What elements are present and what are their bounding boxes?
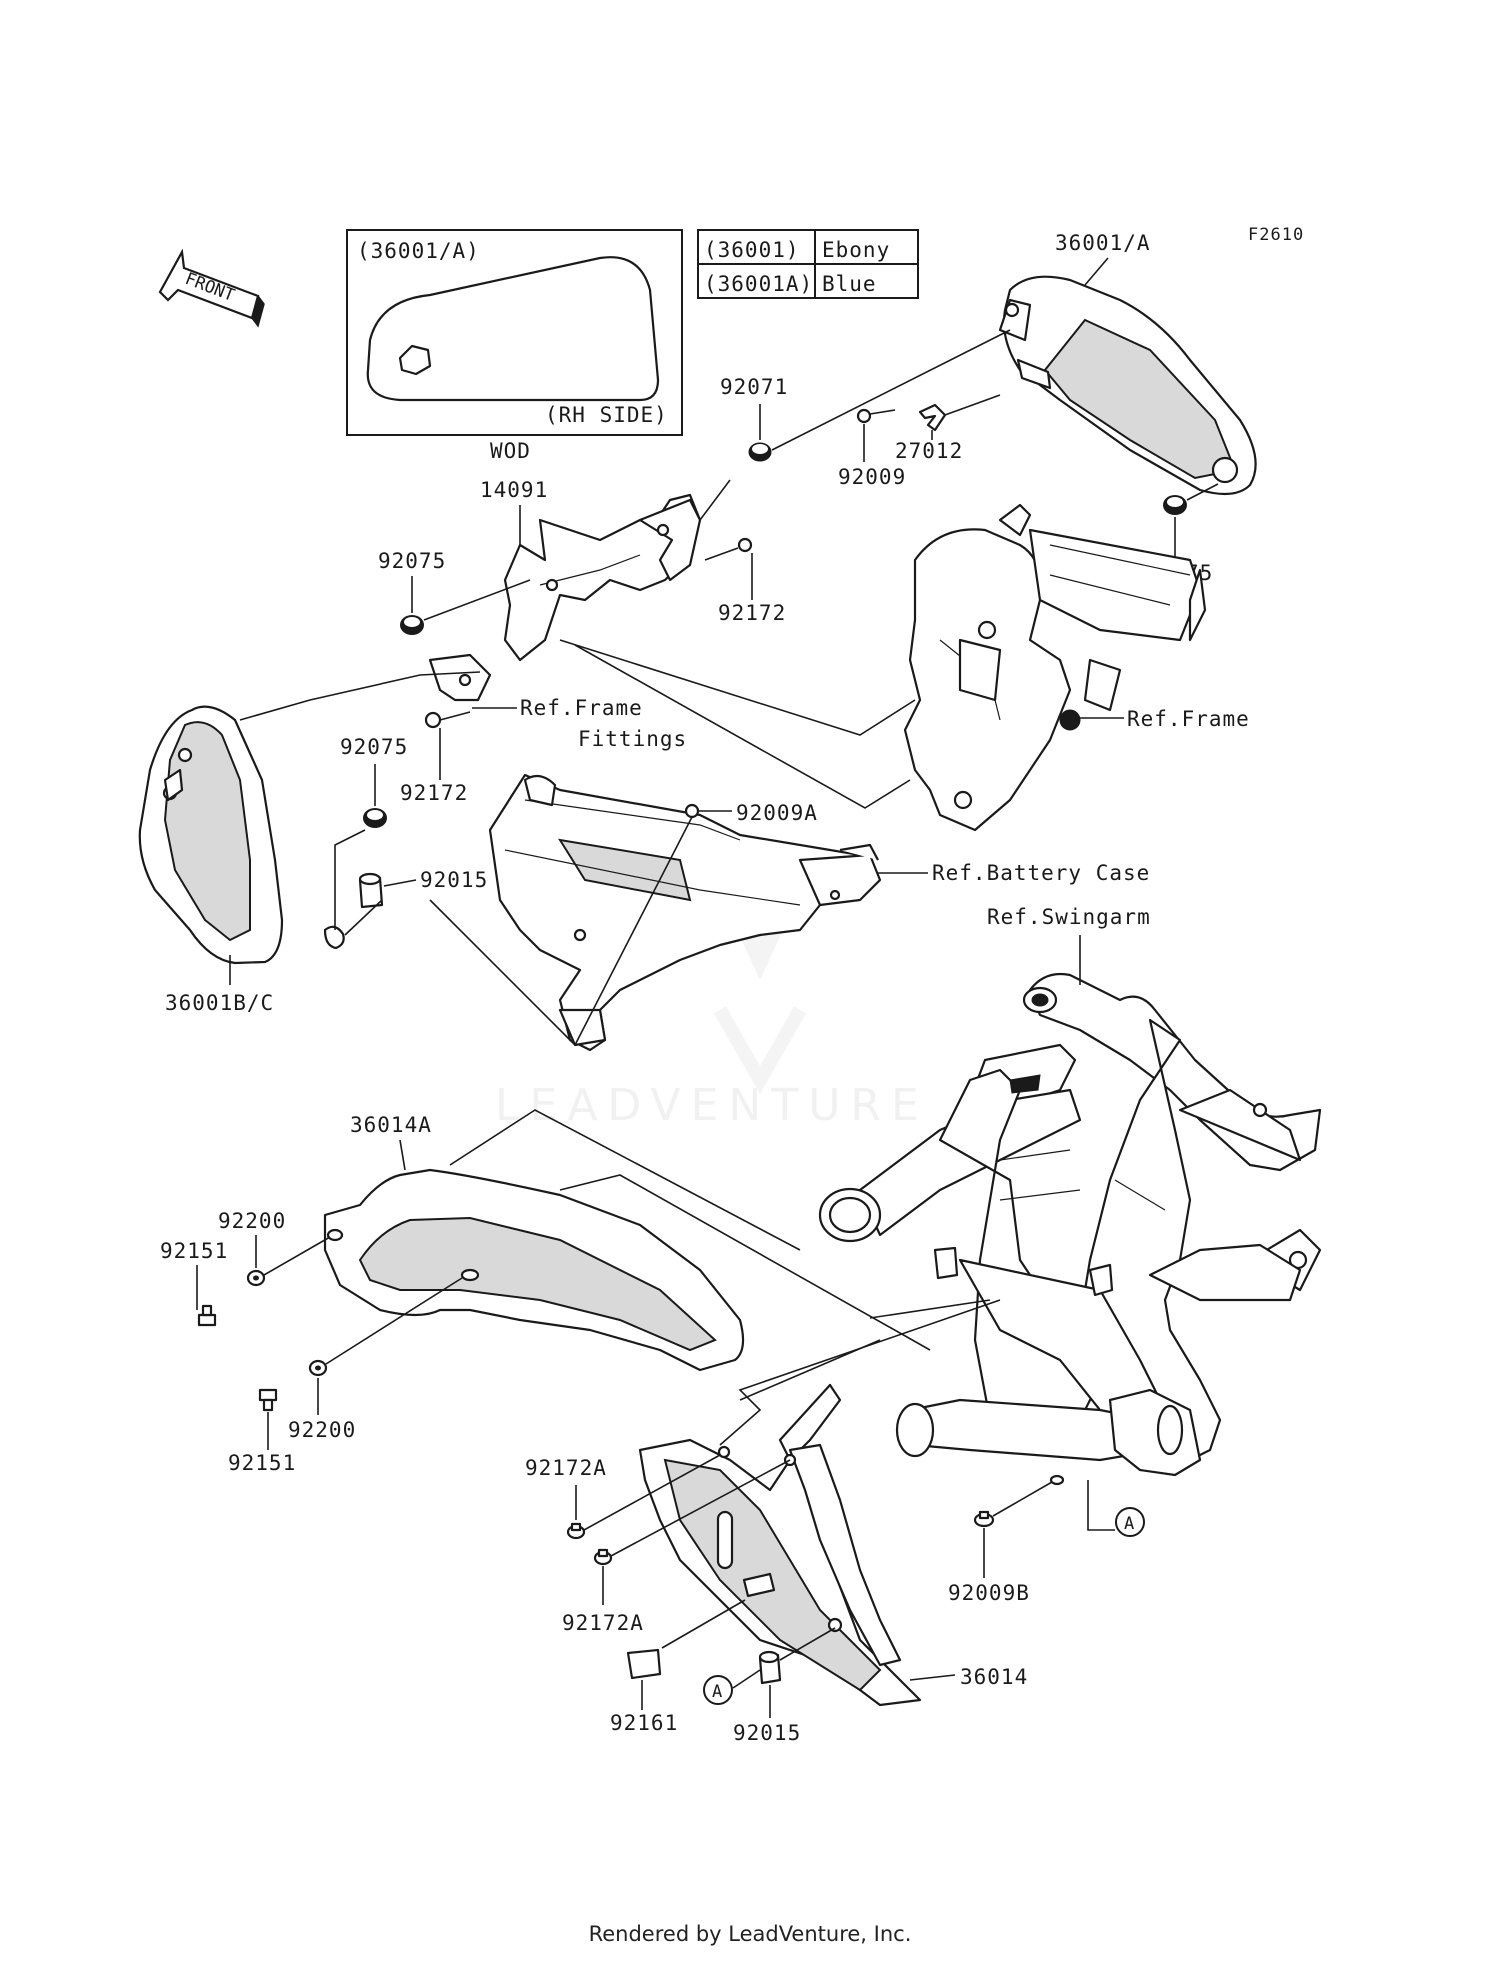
collar-92015-lower: [758, 1650, 782, 1685]
callout-92075-left: 92075: [378, 549, 446, 573]
rh-side-inset: (36001/A) (RH SIDE) WOD: [346, 229, 683, 463]
callout-92009B: 92009B: [948, 1581, 1030, 1605]
ref-swingarm-label: Ref.Swingarm: [987, 905, 1151, 929]
color-table-color-0: Ebony: [822, 238, 890, 262]
chain-guard-36014A: [323, 1168, 745, 1372]
screw-92172A-upper: [566, 1522, 586, 1540]
watermark-text: LEADVENTURE: [495, 1080, 929, 1131]
screw-92172-lower: [424, 711, 471, 729]
battery-case: [488, 773, 882, 1052]
inset-part-number: (36001/A): [357, 239, 480, 263]
reference-marker-a-lower: A: [703, 1669, 761, 1705]
grommet-92075-mid: [363, 808, 387, 828]
callout-92161: 92161: [610, 1711, 678, 1735]
callout-92151-upper: 92151: [160, 1239, 228, 1263]
screw-92172-upper: [704, 537, 753, 561]
callout-92172A-upper: 92172A: [525, 1456, 607, 1480]
callout-92151-lower: 92151: [228, 1451, 296, 1475]
chain-cover-36014: [638, 1383, 922, 1707]
color-table-color-1: Blue: [822, 272, 877, 296]
marker-a-lower-label: A: [712, 1682, 723, 1702]
callout-92075-mid: 92075: [340, 735, 408, 759]
grommet-92075-left: [400, 615, 424, 635]
side-cover-36001-b-c: [138, 705, 345, 965]
callout-92200-upper: 92200: [218, 1209, 286, 1233]
washer-92200-lower: [308, 1359, 328, 1377]
footer-credit: Rendered by LeadVenture, Inc.: [588, 1922, 912, 1946]
callout-92172-upper: 92172: [718, 601, 786, 625]
swingarm: [818, 972, 1322, 1477]
ref-battery-case-label: Ref.Battery Case: [932, 861, 1150, 885]
callout-92015-upper: 92015: [420, 868, 488, 892]
callout-92200-lower: 92200: [288, 1418, 356, 1442]
label-92161: [626, 1648, 662, 1680]
callout-92172-lower: 92172: [400, 781, 468, 805]
color-table: (36001) Ebony (36001A) Blue: [697, 229, 919, 299]
callout-92071: 92071: [720, 375, 788, 399]
reference-marker-a-upper: A: [1087, 1480, 1145, 1537]
bolt-92151-lower: [258, 1388, 278, 1412]
bracket-14091: [428, 493, 702, 702]
screw-92009B: [973, 1510, 995, 1528]
inset-side-label: (RH SIDE): [545, 403, 668, 427]
grommet-92071: [748, 442, 772, 462]
callout-92009: 92009: [838, 465, 906, 489]
rh-side-cover-shape: [366, 256, 660, 402]
bolt-92151-upper: [197, 1304, 217, 1327]
callout-92009A: 92009A: [736, 801, 818, 825]
frame-section: [903, 503, 1207, 832]
ref-frame-label: Ref.Frame: [1127, 707, 1250, 731]
callout-36001-b-c: 36001B/C: [165, 991, 274, 1015]
figure-id: F2610: [1248, 225, 1304, 245]
callout-92015-lower: 92015: [733, 1721, 801, 1745]
marker-a-upper-label: A: [1124, 1514, 1135, 1534]
screw-92009: [856, 408, 896, 424]
inset-caption: WOD: [490, 439, 531, 463]
callout-36014A: 36014A: [350, 1113, 432, 1137]
front-direction-arrow: FRONT: [158, 248, 265, 328]
screw-92009A: [684, 803, 732, 819]
callout-14091: 14091: [480, 478, 548, 502]
grommet-92075-right: [1163, 495, 1187, 515]
ref-frame-fittings-label-1: Ref.Frame: [520, 696, 643, 720]
callout-27012: 27012: [895, 439, 963, 463]
ref-frame-fittings-label-2: Fittings: [578, 727, 687, 751]
color-table-part-1: (36001A): [704, 272, 813, 296]
screw-92172A-lower: [593, 1548, 613, 1566]
callout-36001-a: 36001/A: [1055, 231, 1151, 255]
washer-92200-upper: [246, 1269, 266, 1287]
collar-92015-upper: [358, 872, 384, 909]
callout-36014: 36014: [960, 1665, 1028, 1689]
side-cover-36001-a: [998, 275, 1257, 496]
bracket-27012: [918, 394, 1001, 432]
color-table-part-0: (36001): [704, 238, 800, 262]
callout-92172A-lower: 92172A: [562, 1611, 644, 1635]
